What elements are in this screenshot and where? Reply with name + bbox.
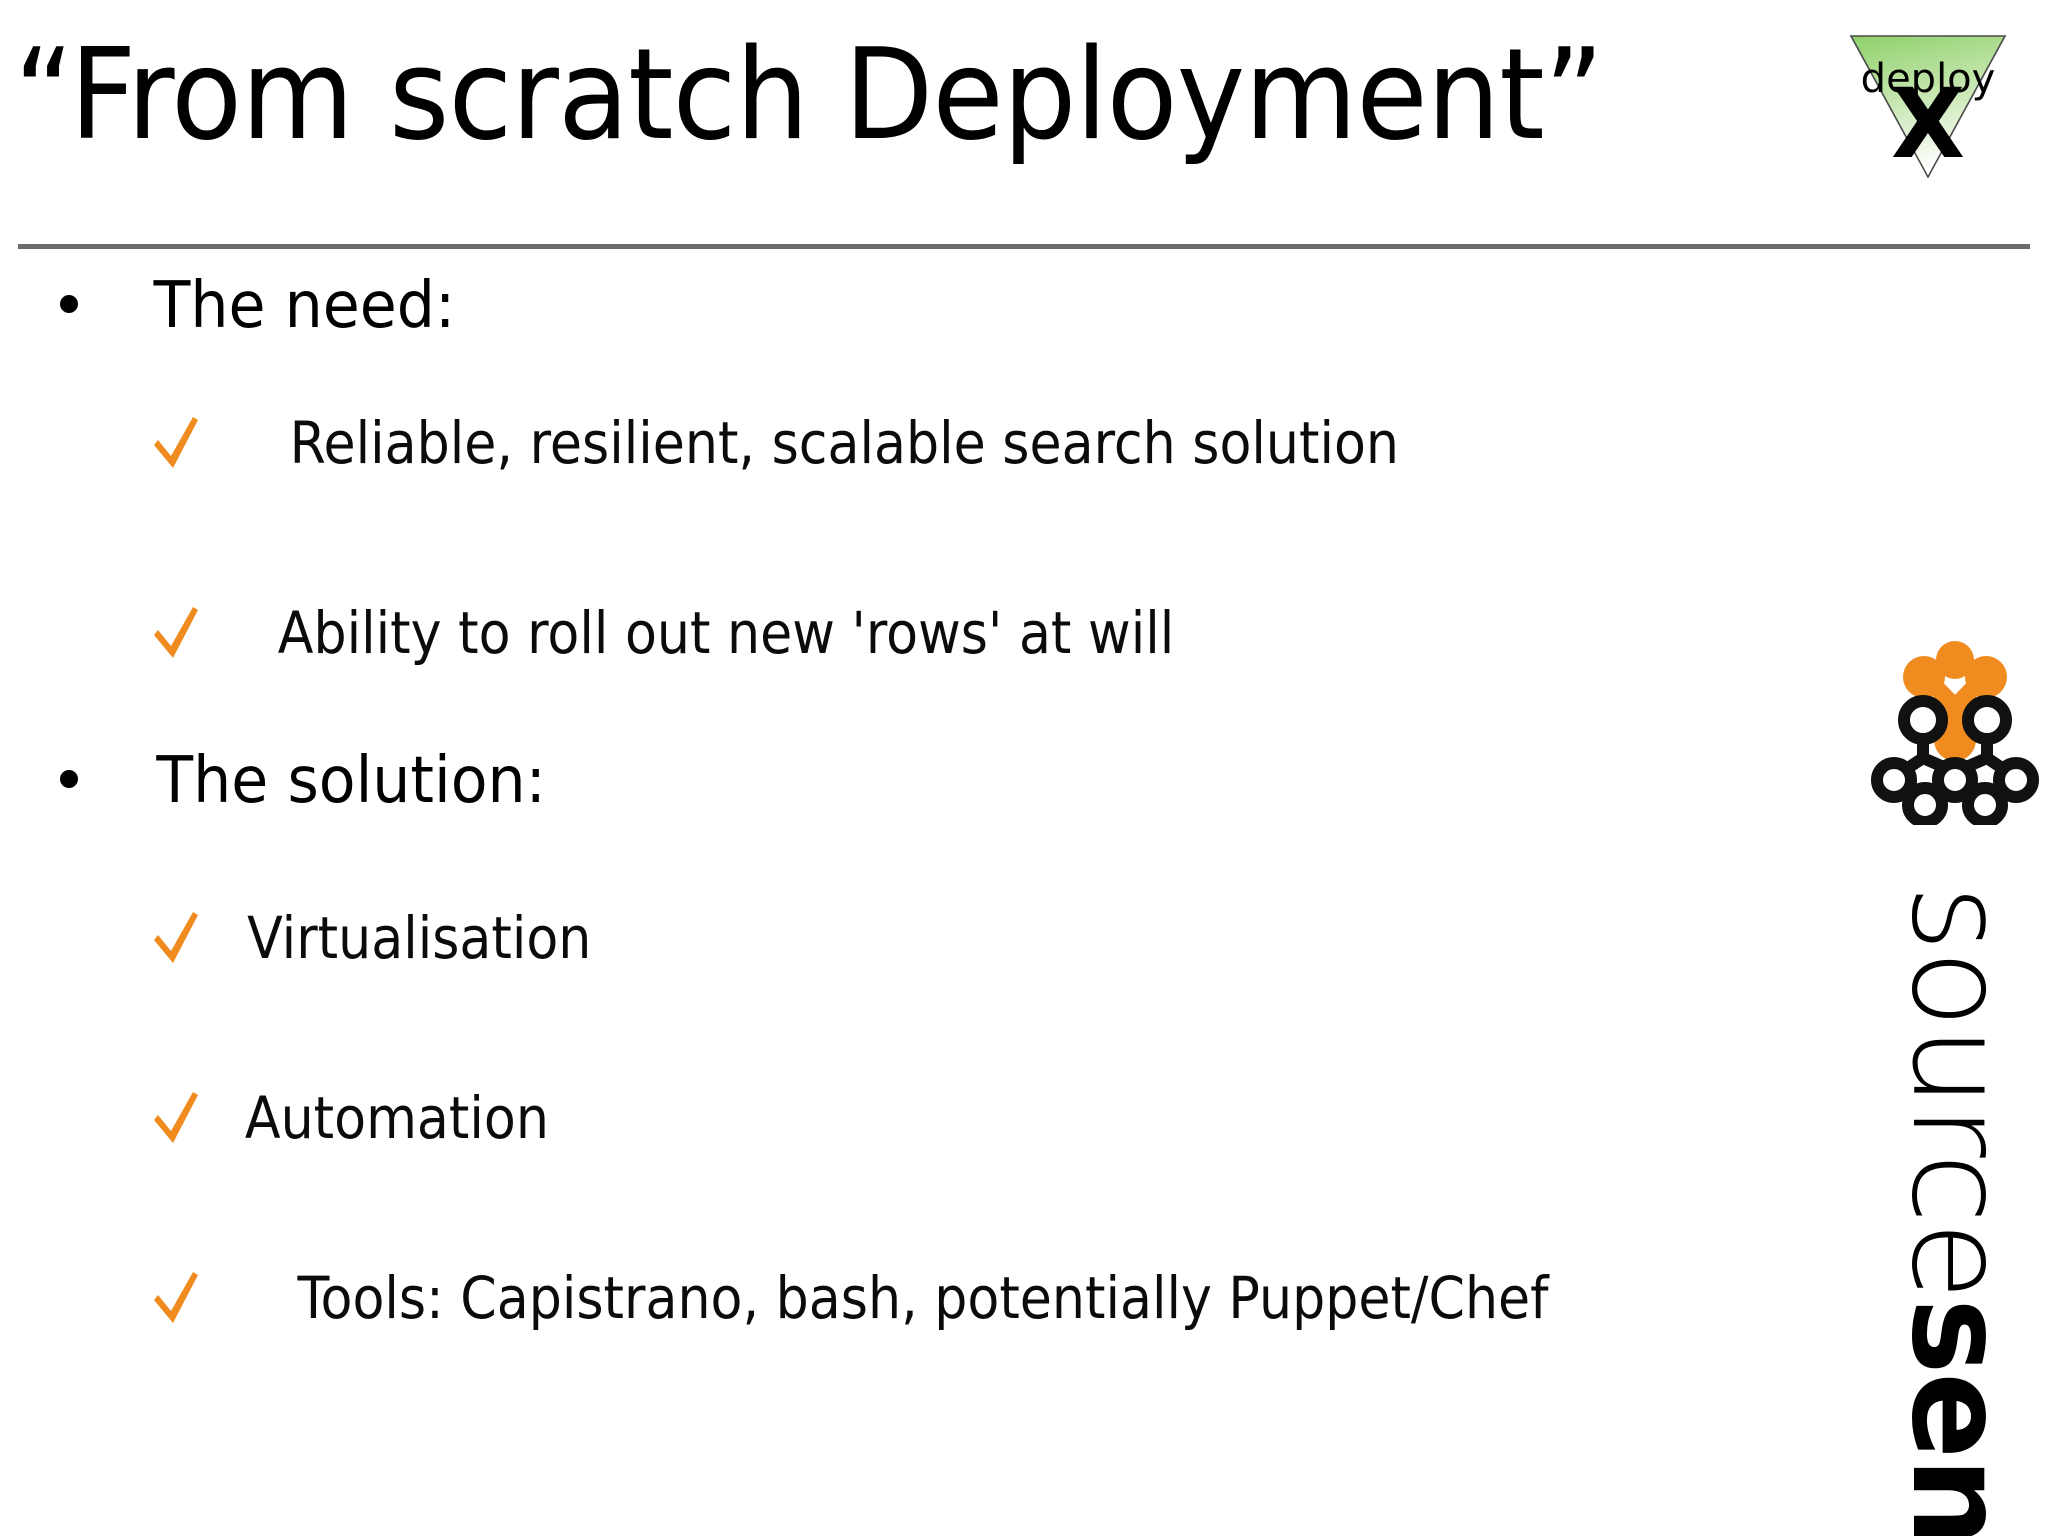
list-item-label: Reliable, resilient, scalable search sol… <box>289 409 1400 477</box>
bullet-dot-icon <box>60 295 78 313</box>
deployx-logo: deploy X <box>1848 32 2008 180</box>
check-icon <box>150 910 202 968</box>
list-item: Virtualisation <box>150 900 611 971</box>
check-icon <box>150 1090 202 1148</box>
check-icon <box>150 1270 202 1328</box>
list-item: Tools: Capistrano, bash, potentially Pup… <box>150 1260 1618 1331</box>
slide-body: The need: Reliable, resilient, scalable … <box>0 250 1880 1536</box>
list-item: The need: <box>60 270 465 342</box>
list-item-label: The need: <box>153 269 456 343</box>
list-item-label: Tools: Capistrano, bash, potentially Pup… <box>297 1264 1549 1332</box>
list-item: Reliable, resilient, scalable search sol… <box>150 405 1461 476</box>
page-title: “From scratch Deployment” <box>14 21 1604 168</box>
list-item: The solution: <box>60 745 558 817</box>
slide-header: “From scratch Deployment” deploy X <box>0 14 2048 249</box>
list-item-label: Virtualisation <box>247 904 592 972</box>
sourcesense-wordmark: sourcesense <box>1862 820 2048 1536</box>
title-divider <box>18 244 2030 249</box>
sourcesense-word-bold: sense <box>1883 1298 2032 1536</box>
deployx-letter: X <box>1891 68 1965 180</box>
list-item-label: Ability to roll out new 'rows' at will <box>277 599 1175 667</box>
list-item-label: Automation <box>244 1084 549 1152</box>
check-icon <box>150 415 202 473</box>
sourcesense-network-mark-icon <box>1870 630 2040 828</box>
list-item: Ability to roll out new 'rows' at will <box>150 595 1224 666</box>
sourcesense-word-light: source <box>1883 885 2032 1299</box>
list-item-label: The solution: <box>156 744 546 818</box>
deployx-word: deploy <box>1861 56 1996 102</box>
list-item: Automation <box>150 1080 566 1151</box>
check-icon <box>150 605 202 663</box>
bullet-dot-icon <box>60 770 78 788</box>
sourcesense-logo: sourcesense <box>1862 630 2048 1536</box>
